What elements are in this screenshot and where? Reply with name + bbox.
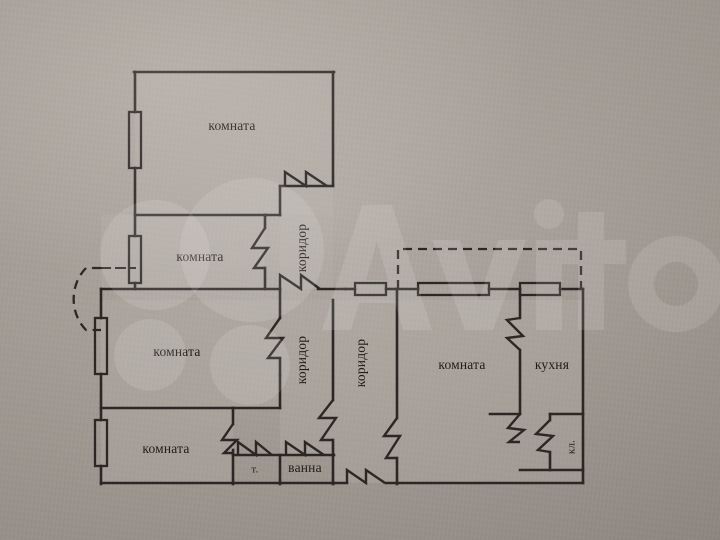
walls-central-spine	[99, 287, 399, 486]
door-icon	[236, 439, 273, 458]
window-icon	[127, 234, 143, 285]
room-label-toilet: т.	[251, 464, 258, 476]
room-label-room-bottom-left: комната	[142, 441, 189, 456]
walls-bath-toilet	[231, 453, 336, 486]
door-icon	[283, 169, 328, 189]
room-label-corridor-upper: коридор	[294, 224, 309, 272]
door-icon	[278, 272, 321, 292]
door-icon	[505, 413, 527, 444]
room-label-room-mid-left: комната	[153, 344, 200, 359]
room-label-corridor-right: коридор	[353, 339, 368, 387]
room-label-room-top: комната	[208, 118, 255, 133]
door-icon	[263, 317, 286, 360]
room-label-room-upper-left: комната	[176, 249, 223, 264]
room-label-corridor-left: коридор	[294, 336, 309, 384]
room-label-closet: кл.	[566, 440, 578, 454]
room-fills	[101, 72, 583, 483]
window-group-left-upper	[127, 110, 143, 285]
door-icon	[504, 316, 526, 351]
walls-kitchen-divider	[518, 287, 585, 485]
window-group-left-lower	[93, 316, 109, 468]
door-icon	[249, 227, 271, 270]
window-icon	[93, 418, 109, 468]
door-icon	[533, 419, 556, 454]
walls-upper-left-room	[263, 184, 335, 291]
walls-closet	[488, 412, 585, 472]
balcony-outline-left	[72, 266, 101, 332]
window-icon	[518, 281, 562, 297]
window-icon	[127, 110, 143, 170]
room-label-bathroom: ванна	[288, 460, 322, 475]
door-icon	[316, 399, 339, 442]
window-icon	[93, 316, 109, 376]
door-icon	[381, 417, 403, 460]
door-icon	[284, 439, 325, 458]
entrance-door-icon	[345, 467, 386, 486]
walls-mid-left-room	[99, 287, 282, 410]
room-label-kitchen: кухня	[535, 357, 569, 372]
window-icon	[353, 281, 388, 297]
room-label-room-right: комната	[438, 357, 485, 372]
window-icon	[416, 281, 491, 297]
window-group-right-wing	[353, 281, 562, 297]
room-labels: комната комната комната комната комната …	[142, 118, 577, 475]
balcony-outline-right	[396, 247, 583, 289]
